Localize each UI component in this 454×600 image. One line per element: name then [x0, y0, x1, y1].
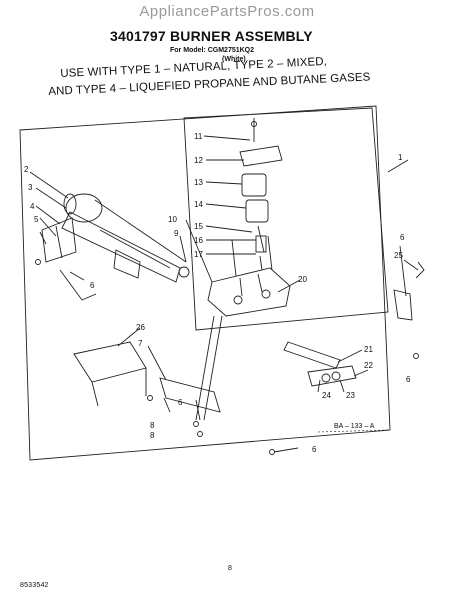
page-title: 3401797 BURNER ASSEMBLY: [110, 28, 313, 44]
callout-10: 10: [168, 215, 177, 224]
callout-26: 26: [136, 323, 145, 332]
plate: [113, 249, 141, 279]
callout-21: 21: [364, 345, 373, 354]
callout-2: 2: [24, 165, 29, 174]
callout-6: 6: [312, 445, 317, 454]
callout-9: 9: [174, 229, 179, 238]
callout-6: 6: [178, 398, 183, 407]
burner-tube: [61, 193, 190, 283]
valve-subframe: [183, 107, 389, 331]
callout-7: 7: [138, 339, 143, 348]
gas-pipe: [195, 315, 223, 421]
model-info: For Model: CGM2751KQ2 (White): [170, 46, 254, 64]
callout-22: 22: [364, 361, 373, 370]
callout-12: 12: [194, 156, 203, 165]
callout-6: 6: [90, 281, 95, 290]
callout-17: 17: [194, 250, 203, 259]
document-number: 8533542: [20, 582, 49, 589]
callout-14: 14: [194, 200, 203, 209]
callout-5: 5: [34, 215, 39, 224]
drawing-code: BA – 133 – A: [334, 423, 375, 430]
gas-valve: [207, 235, 291, 317]
right-screw: [415, 261, 425, 279]
callout-13: 13: [194, 178, 203, 187]
callout-24: 24: [322, 391, 331, 400]
right-bracket: [393, 289, 413, 321]
page-number: 8: [228, 565, 232, 572]
orifice-assembly: [283, 341, 357, 387]
callout-6: 6: [400, 233, 405, 242]
callout-20: 20: [298, 275, 307, 284]
callout-8: 8: [150, 431, 155, 440]
model-line: For Model: CGM2751KQ2: [170, 47, 255, 54]
solenoid-coils: [239, 118, 283, 271]
callout-numbers: 1 2 3 4 5 6 6 6 6 6 7 8 8 9 10 11 12 13 …: [24, 132, 411, 454]
callout-4: 4: [30, 202, 35, 211]
left-bracket: [35, 217, 97, 301]
callout-15: 15: [194, 222, 203, 231]
callout-3: 3: [28, 183, 33, 192]
callout-23: 23: [346, 391, 355, 400]
model-color: (White): [222, 56, 246, 63]
callout-6: 6: [406, 375, 411, 384]
callout-1: 1: [398, 153, 403, 162]
assembly-frame: [19, 105, 391, 461]
callout-8: 8: [150, 421, 155, 430]
mount-bracket: [73, 341, 221, 421]
watermark: AppliancePartsPros.com: [139, 3, 315, 20]
callout-16: 16: [194, 236, 203, 245]
callout-11: 11: [194, 132, 203, 141]
callout-25: 25: [394, 251, 403, 260]
